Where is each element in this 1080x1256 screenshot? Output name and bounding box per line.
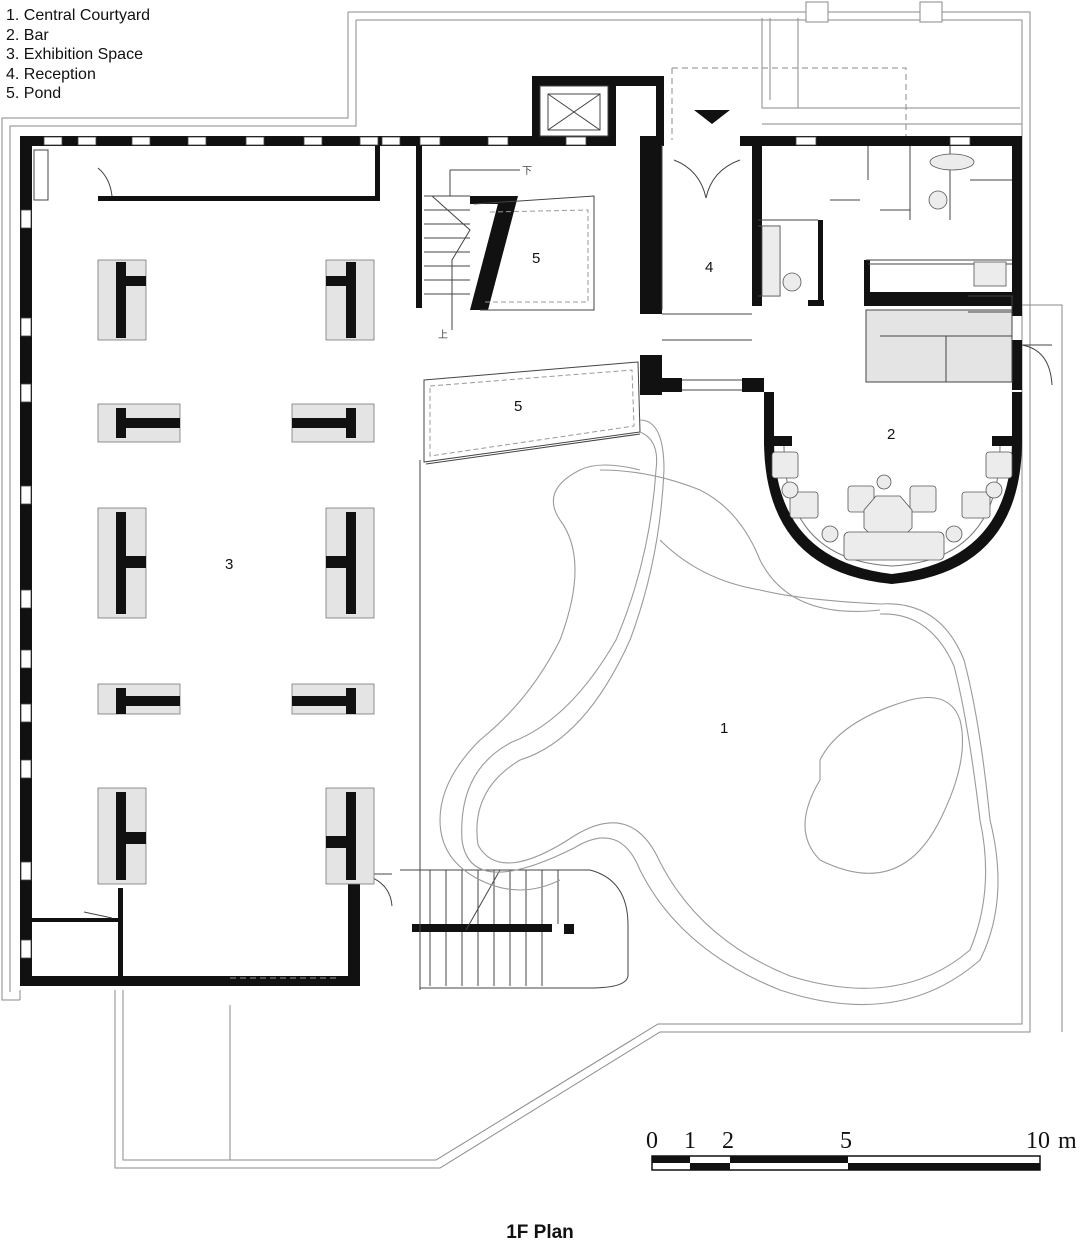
display-stands bbox=[97, 259, 375, 885]
windows bbox=[20, 136, 971, 959]
room-number-pond-upper: 5 bbox=[532, 250, 540, 267]
scale-bar: 0 1 2 5 10 m bbox=[646, 1128, 1077, 1171]
legend-item-central-courtyard: 1. Central Courtyard bbox=[6, 7, 151, 24]
scale-label-0: 0 bbox=[646, 1128, 658, 1154]
legend: 1. Central Courtyard 2. Bar 3. Exhibitio… bbox=[6, 6, 150, 104]
legend-item-pond: 5. Pond bbox=[6, 85, 62, 102]
interior-lines bbox=[33, 145, 1053, 990]
scale-label-2: 2 bbox=[722, 1128, 734, 1154]
entrance-arrow-icon bbox=[694, 110, 730, 124]
legend-item-reception: 4. Reception bbox=[6, 65, 96, 83]
legend-item-bar: 2. Bar bbox=[6, 26, 49, 44]
legend-item-exhibition-space: 3. Exhibition Space bbox=[6, 46, 143, 63]
room-number-central-courtyard: 1 bbox=[720, 720, 728, 737]
stair-up-mark: 上 bbox=[438, 329, 448, 341]
room-number-reception: 4 bbox=[705, 259, 713, 276]
stair-down-mark: 下 bbox=[522, 166, 532, 177]
site-boundary bbox=[1, 1, 1063, 1169]
room-number-exhibition-space: 3 bbox=[225, 556, 233, 573]
scale-label-10: 10 bbox=[1026, 1128, 1050, 1154]
bar-furniture bbox=[761, 153, 1013, 561]
elevator bbox=[539, 85, 609, 137]
plan-title: 1F Plan bbox=[506, 1222, 574, 1243]
room-number-bar: 2 bbox=[887, 426, 895, 443]
scale-unit: m bbox=[1058, 1128, 1077, 1154]
scale-label-1: 1 bbox=[684, 1128, 696, 1154]
room-number-pond-lower: 5 bbox=[514, 398, 522, 415]
courtyard-paths bbox=[439, 419, 999, 1005]
scale-label-5: 5 bbox=[840, 1128, 852, 1154]
